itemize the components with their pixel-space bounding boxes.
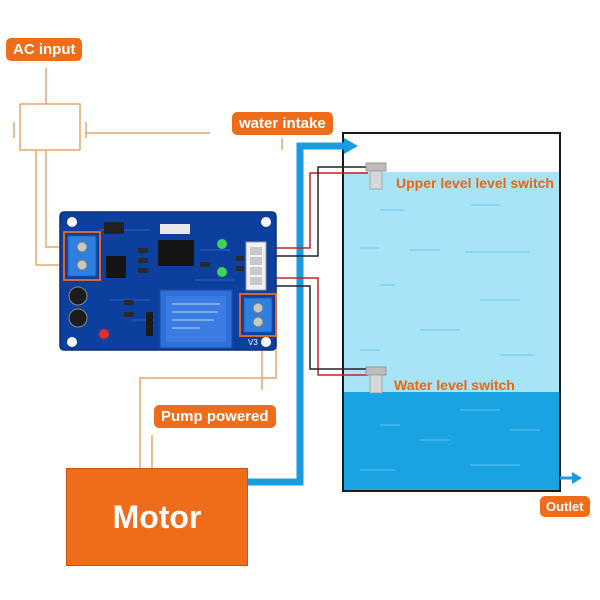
outlet-label: Outlet (540, 496, 590, 517)
relay-print (172, 303, 220, 329)
tank-lower-ripples (360, 409, 540, 471)
terminal-screw (76, 241, 88, 253)
tank-ripples (360, 204, 535, 356)
pump-powered-label: Pump powered (154, 405, 276, 428)
tank-lower-water (343, 392, 560, 491)
ac-terminal-highlight (63, 231, 101, 281)
pipe-path (246, 142, 344, 486)
capacitor (68, 286, 88, 306)
diode (146, 312, 153, 336)
relay-face (166, 296, 226, 342)
led-red (99, 329, 109, 339)
ic-chip (106, 256, 126, 278)
tank-upper-water (343, 172, 560, 392)
ic-chip (104, 222, 124, 234)
water-intake-label: water intake (232, 112, 333, 135)
outlet-pipe (560, 472, 582, 484)
terminal-screw (76, 259, 88, 271)
water-tank (342, 132, 561, 492)
terminal-screw (252, 316, 264, 328)
mount-hole (261, 217, 271, 227)
ac-input-label: AC input (6, 38, 83, 61)
pump-terminal-highlight (239, 293, 277, 337)
intake-pipe (246, 138, 358, 486)
header-pins (160, 224, 190, 234)
outlet-arrow (572, 472, 582, 484)
water-level-switch-label: Water level switch (394, 377, 515, 393)
pipe-arrow (344, 138, 358, 154)
board-marking: V3 (248, 338, 258, 347)
water-level-switch (365, 366, 387, 394)
terminal-screw (252, 302, 264, 314)
led-green (217, 239, 227, 249)
circuit-board: V3 (59, 211, 277, 351)
tank-outline (342, 132, 561, 492)
upper-level-switch (365, 162, 387, 190)
upper-level-switch-label: Upper level level switch (396, 175, 554, 191)
motor-box: Motor (66, 468, 248, 566)
switch-wires (265, 166, 368, 376)
led-green (217, 267, 227, 277)
resistors (124, 248, 244, 317)
capacitor (68, 308, 88, 328)
mount-hole (67, 337, 77, 347)
connector-pins (250, 247, 262, 285)
mount-hole (261, 337, 271, 347)
ic-chip (158, 240, 194, 266)
mount-hole (67, 217, 77, 227)
